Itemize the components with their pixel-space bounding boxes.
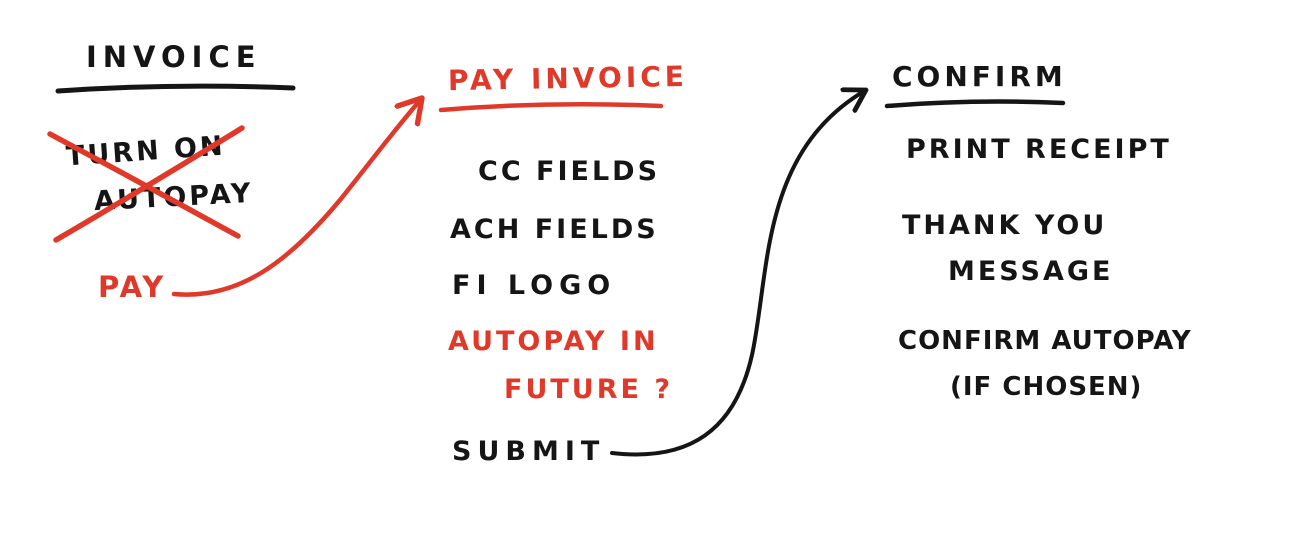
confirm-underline [884,99,1066,109]
pay-invoice-underline [438,101,664,113]
confirm-step-title: CONFIRM [892,60,1067,93]
pay-label: PAY [98,270,167,304]
turn-on-autopay-line2: AUTOPAY [93,177,255,218]
invoice-underline [55,83,296,94]
thank-you-message-line2: MESSAGE [948,256,1114,287]
fi-logo-label: FI LOGO [452,270,617,301]
invoice-step-title: INVOICE [86,40,262,74]
submit-label: SUBMIT [452,436,606,467]
print-receipt-label: PRINT RECEIPT [906,134,1172,165]
thank-you-message-line1: THANK YOU [902,210,1108,241]
turn-on-autopay-line1: TURN ON [65,130,227,173]
confirm-autopay-line2: (IF CHOSEN) [950,372,1143,402]
confirm-autopay-line1: CONFIRM AUTOPAY [898,326,1192,356]
autopay-in-future-line1: AUTOPAY IN [448,326,659,357]
autopay-in-future-line2: FUTURE ? [504,374,674,405]
pay-invoice-step-title: PAY INVOICE [447,59,689,98]
ach-fields-label: ACH FIELDS [450,214,659,245]
cc-fields-label: CC FIELDS [478,156,661,187]
